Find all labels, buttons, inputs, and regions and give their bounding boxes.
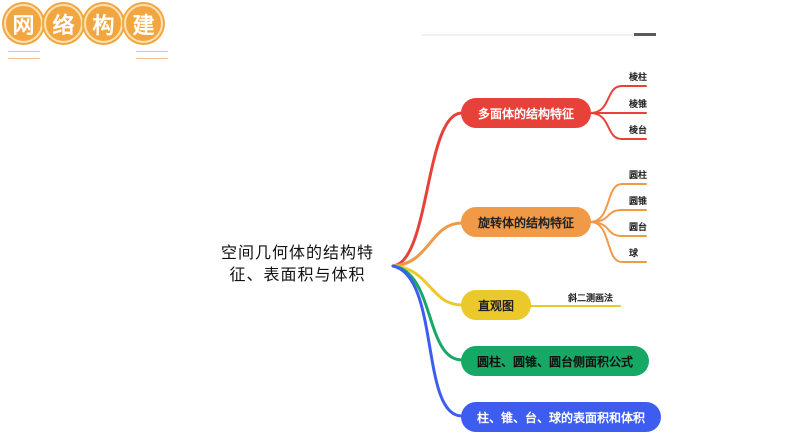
leaf-prism: 棱柱 [629, 73, 648, 83]
branch-surface-area-volume: 柱、锥、台、球的表面积和体积 [461, 402, 661, 432]
decorative-lines [136, 51, 168, 59]
title-badge: 构 [84, 4, 123, 43]
divider-accent [634, 33, 656, 36]
section-title-badges: 网 络 构 建 [4, 4, 163, 43]
root-line-2: 征、表面积与体积 [229, 265, 366, 284]
branch-revolution-solid: 旋转体的结构特征 [461, 207, 591, 237]
leaf-oblique-projection: 斜二测画法 [568, 294, 614, 304]
leaf-cylinder: 圆柱 [629, 171, 648, 181]
root-line-1: 空间几何体的结构特 [220, 243, 374, 262]
leaf-cone: 圆锥 [629, 197, 648, 207]
leaf-frustum: 棱台 [629, 126, 648, 136]
branch-lateral-area-formula: 圆柱、圆锥、圆台侧面积公式 [461, 346, 649, 376]
leaf-cone-frustum: 圆台 [629, 223, 648, 233]
title-badge: 络 [44, 4, 83, 43]
divider-bar [422, 34, 634, 36]
title-badge: 建 [124, 4, 163, 43]
decorative-lines [8, 51, 40, 59]
title-badge: 网 [4, 4, 43, 43]
leaf-pyramid: 棱锥 [629, 100, 648, 110]
leaf-sphere: 球 [629, 249, 639, 259]
mindmap-root: 空间几何体的结构特 征、表面积与体积 [195, 242, 400, 286]
branch-polyhedron: 多面体的结构特征 [461, 98, 591, 128]
branch-intuitive-drawing: 直观图 [461, 290, 531, 320]
